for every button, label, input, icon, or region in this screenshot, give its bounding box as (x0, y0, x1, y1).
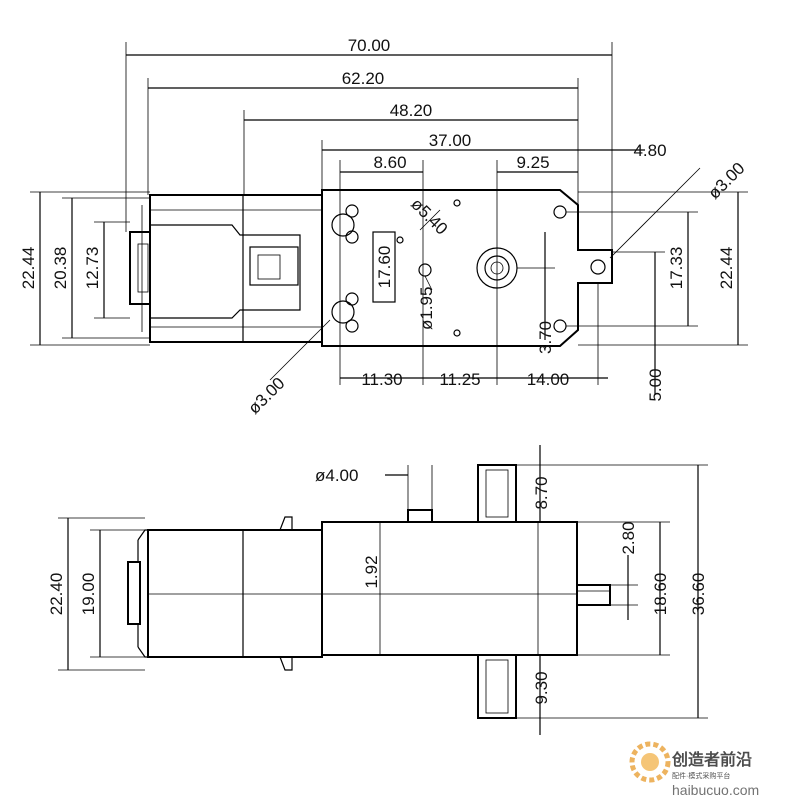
top-end-cap (129, 231, 151, 305)
dim-offset-3-70: 3.70 (536, 321, 555, 354)
dim-length-total: 70.00 (348, 36, 391, 55)
side-gearbox-housing (321, 521, 578, 656)
dim-tab-length: 4.80 (633, 141, 666, 160)
dim-height-20: 20.38 (51, 247, 70, 290)
side-motor-body (147, 529, 323, 658)
watermark: 创造者前沿 配件·模式采购平台 haibucuo.com (629, 741, 759, 798)
top-view: 70.00 62.20 48.20 37.00 8.60 9.25 4.80 ø… (19, 36, 749, 418)
dim-11-25: 11.25 (439, 370, 480, 389)
watermark-url: haibucuo.com (672, 782, 759, 798)
dim-tab-bottom: 9.30 (532, 671, 551, 704)
dim-mount-hole-dia: ø3.00 (244, 374, 288, 418)
top-gearbox-housing (321, 189, 613, 347)
dim-inner-height: 17.60 (375, 246, 394, 289)
dim-tab-top: 8.70 (532, 476, 551, 509)
dim-height-left: 22.44 (19, 247, 38, 290)
top-mount-hole-lower (331, 300, 355, 324)
watermark-title: 创造者前沿 (671, 750, 752, 769)
side-view: ø4.00 8.70 22.40 19.00 1.92 2.80 18.60 3… (47, 445, 708, 735)
dim-11-30: 11.30 (361, 370, 402, 389)
watermark-gear-icon (629, 741, 671, 783)
top-clip-bracket (150, 224, 301, 319)
dim-hole-spacing: 8.60 (373, 153, 406, 172)
dim-shaft-offset-2-80: 2.80 (619, 521, 638, 554)
top-clip-window (249, 246, 299, 286)
watermark-subtitle: 配件·模式采购平台 (672, 771, 730, 780)
dim-height-18-60: 18.60 (651, 573, 670, 616)
dim-length-62: 62.20 (342, 69, 385, 88)
side-output-shaft (576, 584, 611, 606)
dim-length-37: 37.00 (429, 131, 472, 150)
dim-height-12: 12.73 (83, 247, 102, 290)
top-motor-body (149, 194, 323, 343)
dim-height-17-33: 17.33 (667, 247, 686, 290)
top-tab-hole (590, 259, 606, 275)
dim-5-00: 5.00 (646, 368, 665, 401)
dim-tab-hole-dia: ø3.00 (704, 159, 748, 203)
inner-height-box (372, 231, 396, 303)
side-bottom-tab (477, 654, 517, 719)
dim-height-36-60: 36.60 (689, 573, 708, 616)
dim-height-22-40: 22.40 (47, 573, 66, 616)
dim-shaft-dia: ø4.00 (315, 466, 358, 485)
dim-length-48: 48.20 (390, 101, 433, 120)
side-top-tab (477, 464, 517, 523)
side-clip-bracket (137, 516, 293, 671)
dim-height-19: 19.00 (79, 573, 98, 616)
top-motor-band (242, 194, 323, 343)
side-end-cap (127, 561, 141, 625)
dim-14-00: 14.00 (527, 370, 570, 389)
side-top-shaft (407, 509, 433, 523)
dim-small-hole-dia: ø1.95 (417, 287, 436, 330)
dim-center-1-92: 1.92 (362, 555, 381, 588)
top-mount-hole-upper (331, 213, 355, 237)
dim-shaft-offset: 9.25 (516, 153, 549, 172)
dim-height-right: 22.44 (717, 247, 736, 290)
